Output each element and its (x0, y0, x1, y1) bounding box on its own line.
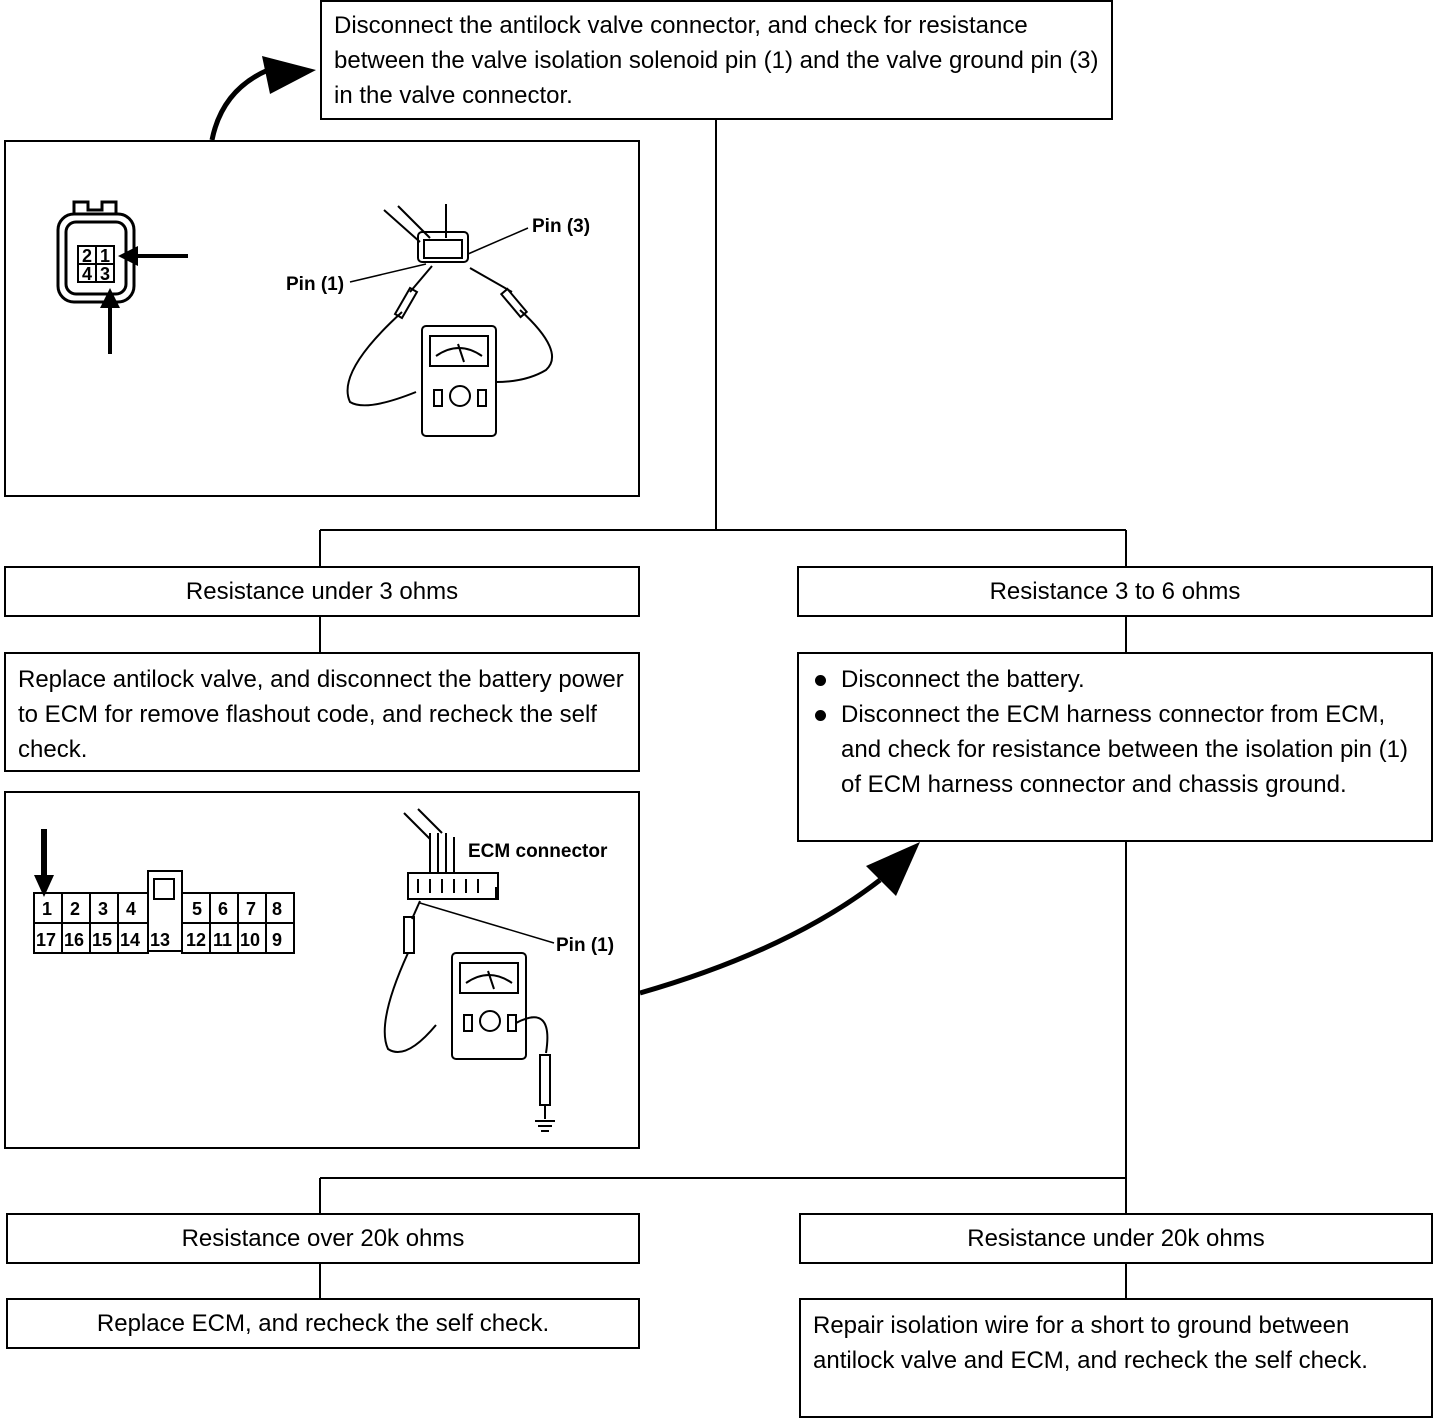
ecm-pin-label: 7 (246, 899, 256, 919)
action-text: Replace antilock valve, and disconnect t… (18, 666, 624, 763)
ecm-pin1-label: Pin (1) (556, 935, 614, 956)
pin-label: 2 (82, 246, 92, 266)
ground-icon (535, 1120, 555, 1132)
pin1-label: Pin (1) (286, 274, 344, 295)
ecm-pin-label: 3 (98, 899, 108, 919)
action-list: Disconnect the battery. Disconnect the E… (811, 662, 1419, 802)
arrow-up-icon (100, 288, 120, 354)
ecm-pin-label: 9 (272, 930, 282, 950)
ecm-pin-label: 2 (70, 899, 80, 919)
step-text: Disconnect the antilock valve connector,… (334, 12, 1099, 109)
ecm-pin-label: 14 (120, 930, 140, 950)
action-replace-valve: Replace antilock valve, and disconnect t… (4, 652, 640, 772)
action-replace-ecm: Replace ECM, and recheck the self check. (6, 1298, 640, 1349)
action-repair-isolation-wire: Repair isolation wire for a short to gro… (799, 1298, 1433, 1418)
ecm-pin-label: 16 (64, 930, 84, 950)
action-check-ecm-harness: Disconnect the battery. Disconnect the E… (797, 652, 1433, 842)
action-list-item: Disconnect the battery. (811, 662, 1419, 697)
branch-under-20k-ohms: Resistance under 20k ohms (799, 1213, 1433, 1264)
branch-label: Resistance 3 to 6 ohms (989, 578, 1241, 605)
curved-arrow-icon (639, 842, 920, 996)
ecm-pin-label: 1 (42, 899, 52, 919)
action-text: Repair isolation wire for a short to gro… (813, 1312, 1368, 1374)
ecm-pin-label: 15 (92, 930, 112, 950)
branch-under-3-ohms: Resistance under 3 ohms (4, 566, 640, 617)
pin-label: 1 (100, 246, 110, 266)
branch-label: Resistance over 20k ohms (181, 1225, 465, 1252)
curved-arrow-icon (209, 56, 316, 141)
figure-valve-connector: 2 1 4 3 (4, 140, 640, 497)
action-text: Replace ECM, and recheck the self check. (96, 1310, 550, 1337)
ecm-pin-label: 5 (192, 899, 202, 919)
arrow-down-icon (34, 829, 54, 897)
ecm-pin-label: 6 (218, 899, 228, 919)
pin-label: 4 (82, 264, 92, 284)
valve-connector-illustration: 2 1 4 3 (56, 200, 590, 437)
ecm-pin-label: 8 (272, 899, 282, 919)
branch-3-to-6-ohms: Resistance 3 to 6 ohms (797, 566, 1433, 617)
branch-label: Resistance under 20k ohms (967, 1225, 1265, 1252)
figure-ecm-connector: 1 2 3 4 5 6 7 8 17 16 15 14 13 12 11 10 … (4, 791, 640, 1149)
ecm-pin-label: 12 (186, 930, 206, 950)
branch-over-20k-ohms: Resistance over 20k ohms (6, 1213, 640, 1264)
ecm-connector-label: ECM connector (468, 841, 608, 862)
action-list-item: Disconnect the ECM harness connector fro… (811, 697, 1419, 802)
ecm-pin-label: 4 (126, 899, 136, 919)
step-check-valve-resistance: Disconnect the antilock valve connector,… (320, 0, 1113, 120)
pin3-label: Pin (3) (532, 216, 590, 237)
pin-label: 3 (100, 264, 110, 284)
ecm-pin-label: 11 (213, 930, 232, 950)
arrow-left-icon (118, 246, 188, 266)
ecm-connector-illustration: 1 2 3 4 5 6 7 8 17 16 15 14 13 12 11 10 … (33, 808, 614, 1132)
ecm-pin-label: 10 (240, 930, 260, 950)
ecm-pin-label: 13 (150, 930, 170, 950)
branch-label: Resistance under 3 ohms (185, 578, 459, 605)
ecm-pin-label: 17 (36, 930, 56, 950)
